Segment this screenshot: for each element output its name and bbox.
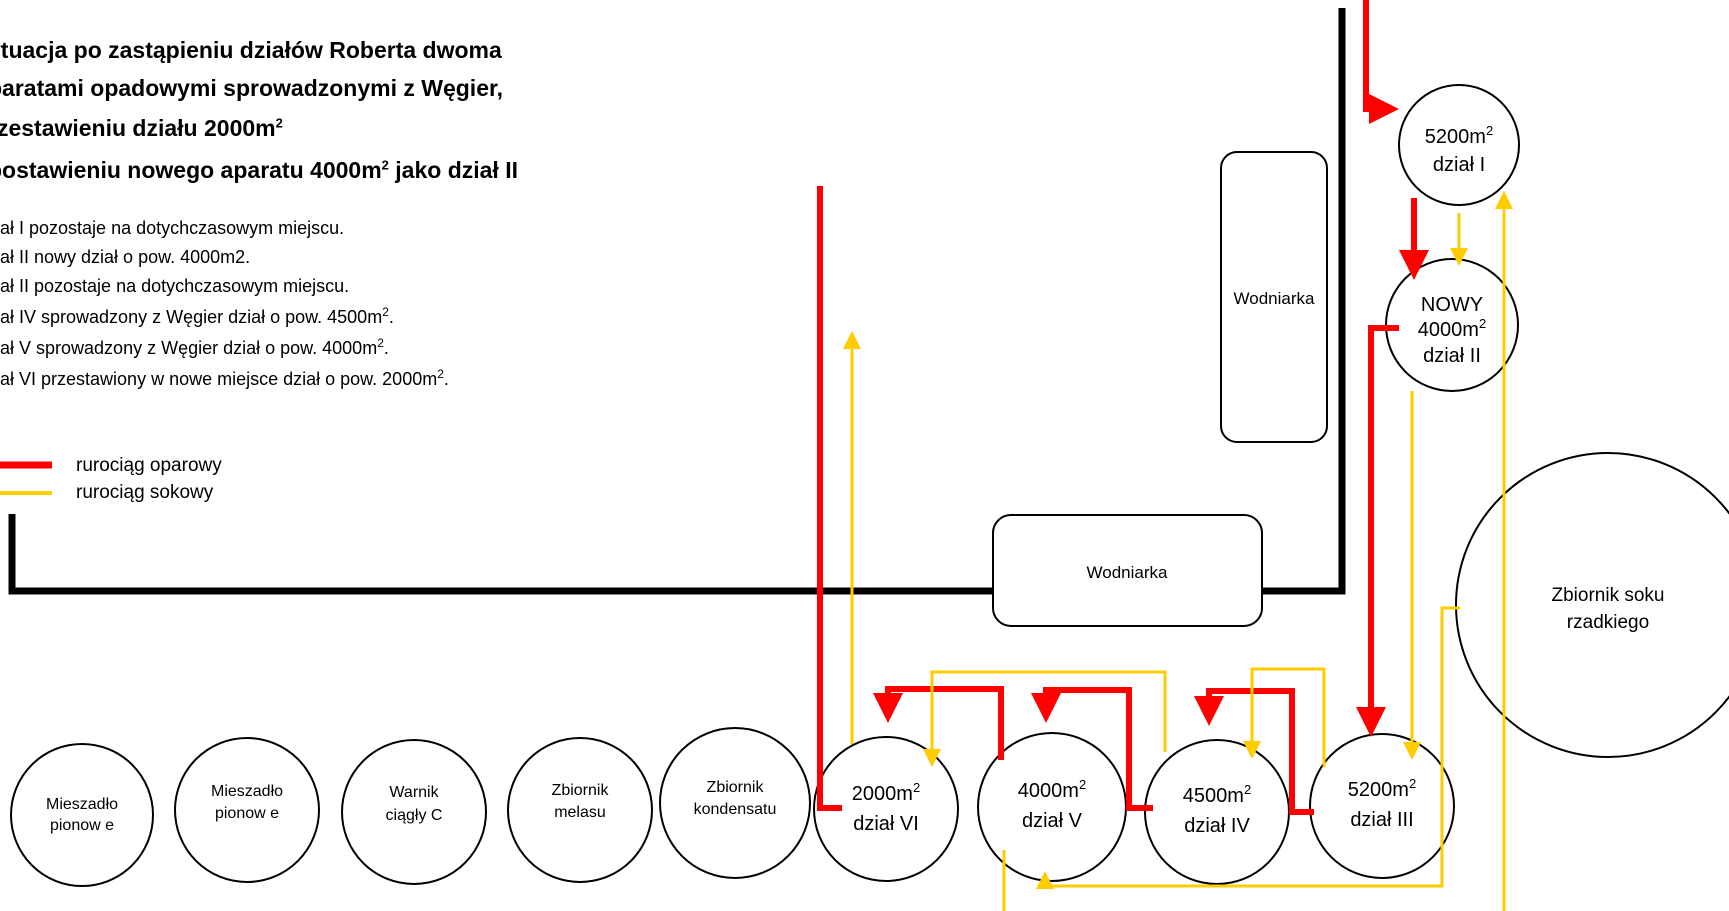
title-line-1: ytuacja po zastąpieniu działów Roberta d… <box>0 37 502 63</box>
red-pipe-in-dzial-i <box>1363 0 1399 124</box>
title-line-2: paratami opadowymi sprowadzonymi z Węgie… <box>0 75 504 101</box>
wodniarka-vertical-box <box>1220 151 1328 443</box>
note-text: iał IV sprowadzony z Węgier dział o pow.… <box>0 307 383 327</box>
dzial-v-area-sup: 2 <box>1079 777 1086 792</box>
note-line: iał I pozostaje na dotychczasowym miejsc… <box>0 218 344 239</box>
dzial-i-area-sup: 2 <box>1486 123 1493 138</box>
wodniarka-horizontal-label: Wodniarka <box>1087 563 1168 582</box>
yellow-pipe-iv-to-vi <box>923 670 1167 767</box>
dzial-vi-area: 2000m2 <box>852 780 920 805</box>
yellow-pipe-tank-to-v <box>1036 606 1460 889</box>
dzial-iii-tank <box>1309 733 1455 879</box>
red-pipe-v-to-vi <box>873 686 1004 760</box>
zbiornik-kondensatu-label-2: kondensatu <box>694 801 777 818</box>
note-line: iał II pozostaje na dotychczasowym miejs… <box>0 276 349 297</box>
title-line-3-text: rzestawieniu działu 2000m <box>0 115 276 141</box>
dzial-i-name: dział I <box>1433 154 1485 176</box>
note-after: . <box>383 338 389 358</box>
mieszadlo-2-label-1: Mieszadło <box>211 783 283 800</box>
dzial-iii-area-sup: 2 <box>1409 776 1416 791</box>
dzial-v-area: 4000m2 <box>1018 777 1086 802</box>
note-after: . <box>443 369 449 389</box>
dzial-i-area: 5200m2 <box>1425 123 1493 148</box>
dzial-ii-area-text: 4000m <box>1418 319 1479 341</box>
legend-red-label: rurociąg oparowy <box>76 455 222 476</box>
title-line-3: rzestawieniu działu 2000m2 <box>0 115 283 142</box>
dzial-ii-top: NOWY <box>1421 294 1483 316</box>
building-wall <box>8 8 1346 595</box>
zbiornik-melasu-tank <box>507 737 653 883</box>
note-after: . <box>388 307 394 327</box>
dzial-iii-name: dział III <box>1350 809 1413 831</box>
yellow-pipe-iii-to-iv <box>1243 667 1326 767</box>
zbiornik-kondensatu-tank <box>659 727 811 879</box>
dzial-iii-area-text: 5200m <box>1348 779 1409 801</box>
zbiornik-kondensatu-label-1: Zbiornik <box>707 779 765 796</box>
note-line: iał II nowy dział o pow. 4000m2. <box>0 247 250 268</box>
dzial-vi-area-text: 2000m <box>852 783 913 805</box>
dzial-ii-area: 4000m2 <box>1418 316 1486 341</box>
mieszadlo-1-tank <box>10 743 154 887</box>
dzial-iv-area-sup: 2 <box>1244 782 1251 797</box>
zbiornik-soku-label-2: rzadkiego <box>1567 612 1649 633</box>
red-pipe-iv-to-v <box>1031 687 1153 811</box>
title-line-4-end: jako dział II <box>388 157 518 183</box>
title-line-4-text: postawieniu nowego aparatu 4000m <box>0 157 382 183</box>
red-pipe-ii-to-iii <box>1356 325 1399 737</box>
note-sup: 2 <box>382 305 389 319</box>
dzial-vi-area-sup: 2 <box>913 780 920 795</box>
red-pipe-vi-out <box>817 186 842 811</box>
dzial-vi-name: dział VI <box>853 813 919 835</box>
dzial-i-area-text: 5200m <box>1425 126 1486 148</box>
note-line: iał IV sprowadzony z Węgier dział o pow.… <box>0 305 394 328</box>
mieszadlo-1-label-1: Mieszadło <box>46 796 118 813</box>
zbiornik-melasu-label-2: melasu <box>554 804 606 821</box>
dzial-ii-area-sup: 2 <box>1479 316 1486 331</box>
dzial-iv-area-text: 4500m <box>1183 785 1244 807</box>
dzial-ii-name: dział II <box>1423 345 1481 367</box>
wodniarka-horizontal-box <box>992 514 1263 627</box>
note-text: iał V sprowadzony z Węgier dział o pow. … <box>0 338 378 358</box>
zbiornik-melasu-label-1: Zbiornik <box>552 782 610 799</box>
red-pipe-iii-to-iv <box>1194 688 1314 815</box>
note-text: iał VI przestawiony w nowe miejsce dział… <box>0 369 438 389</box>
title-line-4-sup: 2 <box>381 157 389 173</box>
note-line: iał V sprowadzony z Węgier dział o pow. … <box>0 336 389 359</box>
note-line: iał VI przestawiony w nowe miejsce dział… <box>0 367 449 390</box>
note-sup: 2 <box>377 336 384 350</box>
dzial-iii-area: 5200m2 <box>1348 776 1416 801</box>
mieszadlo-2-tank <box>174 737 320 883</box>
wodniarka-vertical-label: Wodniarka <box>1234 289 1315 308</box>
title-line-3-sup: 2 <box>275 115 283 131</box>
note-text: iał II pozostaje na dotychczasowym miejs… <box>0 276 350 296</box>
warnik-tank <box>341 739 487 885</box>
dzial-iv-name: dział IV <box>1184 815 1250 837</box>
mieszadlo-2-label-2: pionow e <box>215 805 279 822</box>
dzial-v-name: dział V <box>1022 810 1083 832</box>
dzial-i-tank <box>1398 84 1520 206</box>
note-sup: 2 <box>437 367 444 381</box>
zbiornik-soku-tank <box>1455 452 1729 758</box>
dzial-iv-tank <box>1144 739 1290 885</box>
warnik-label-2: ciągły C <box>386 807 443 824</box>
dzial-iv-area: 4500m2 <box>1183 782 1251 807</box>
title-line-4: postawieniu nowego aparatu 4000m2 jako d… <box>0 157 518 184</box>
legend-yellow-label: rurociąg sokowy <box>76 482 214 503</box>
note-text: iał I pozostaje na dotychczasowym miejsc… <box>0 218 345 238</box>
warnik-label-1: Warnik <box>389 784 439 801</box>
note-text: iał II nowy dział o pow. 4000m2. <box>0 247 251 267</box>
mieszadlo-1-label-2: pionow e <box>50 817 114 834</box>
dzial-vi-tank <box>813 736 959 882</box>
dzial-v-area-text: 4000m <box>1018 780 1079 802</box>
zbiornik-soku-label-1: Zbiornik soku <box>1552 585 1665 606</box>
